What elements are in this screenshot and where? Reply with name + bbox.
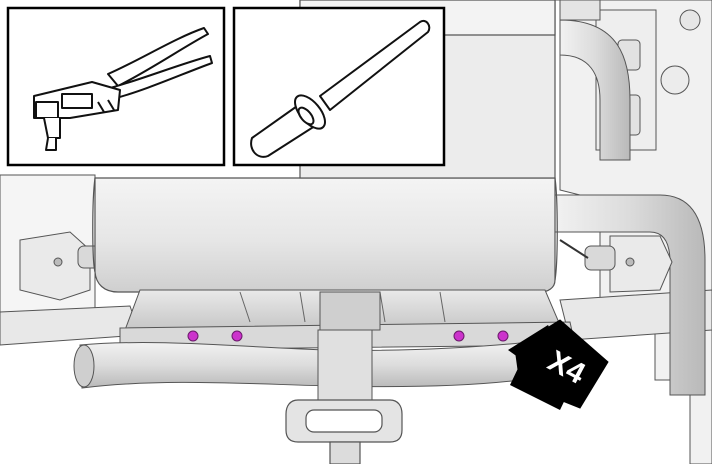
pop-rivet-icon — [250, 20, 431, 158]
upper-exhaust-pipe — [559, 0, 631, 161]
fastener-marker — [497, 330, 509, 342]
rivet-gun-inset — [6, 6, 226, 167]
lower-exhaust-pipe — [73, 329, 521, 421]
tow-hitch — [285, 399, 403, 464]
rivet-gun-icon — [33, 27, 213, 151]
right-hanger-bracket — [559, 235, 673, 293]
pop-rivet-inset — [232, 6, 446, 167]
tail-pipe — [551, 194, 706, 396]
fastener-callout-arrow: X4 — [508, 319, 609, 410]
fastener-marker — [187, 330, 199, 342]
fastener-marker — [453, 330, 465, 342]
fastener-markers — [187, 330, 509, 342]
fastener-marker — [231, 330, 243, 342]
